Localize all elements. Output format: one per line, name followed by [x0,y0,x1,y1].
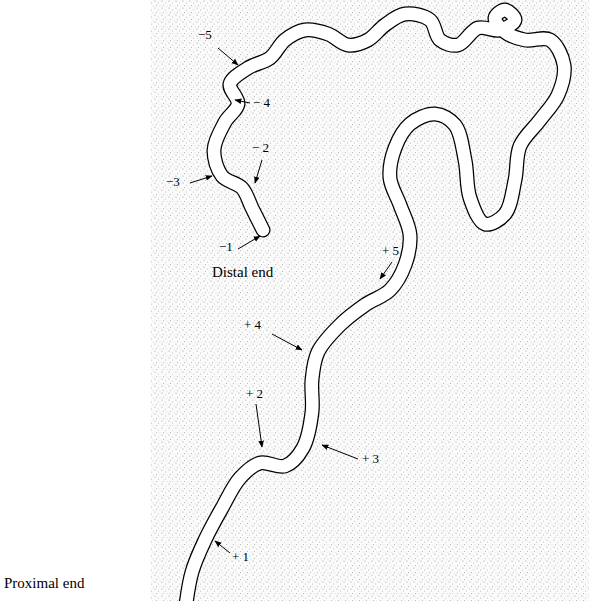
callout-number: + 5 [382,244,399,258]
callout-number: −3 [166,175,180,189]
leader-arrow [190,176,212,183]
callout-number: + 2 [246,387,263,401]
leader-arrow [256,404,262,447]
callout-number: + 4 [244,318,261,332]
callout-number: − 2 [252,141,269,155]
tube-lumen [185,10,564,601]
callout-number: −1 [219,240,233,254]
tube [185,10,564,601]
end-label: Distal end [212,264,273,281]
callout-number: − 4 [253,96,270,110]
callout-number: + 3 [362,452,379,466]
leader-arrow [215,541,230,553]
leader-arrow [255,160,262,183]
leader-arrow [272,334,302,350]
leader-arrows [190,48,392,553]
callout-number: −5 [198,28,212,42]
tube-wall [185,10,564,601]
end-label: Proximal end [4,575,84,592]
leader-arrow [238,236,260,249]
leader-arrow [235,100,250,103]
leader-arrow [322,445,358,459]
leader-arrow [218,48,238,65]
leader-arrow [380,262,392,279]
callout-number: + 1 [232,550,249,564]
